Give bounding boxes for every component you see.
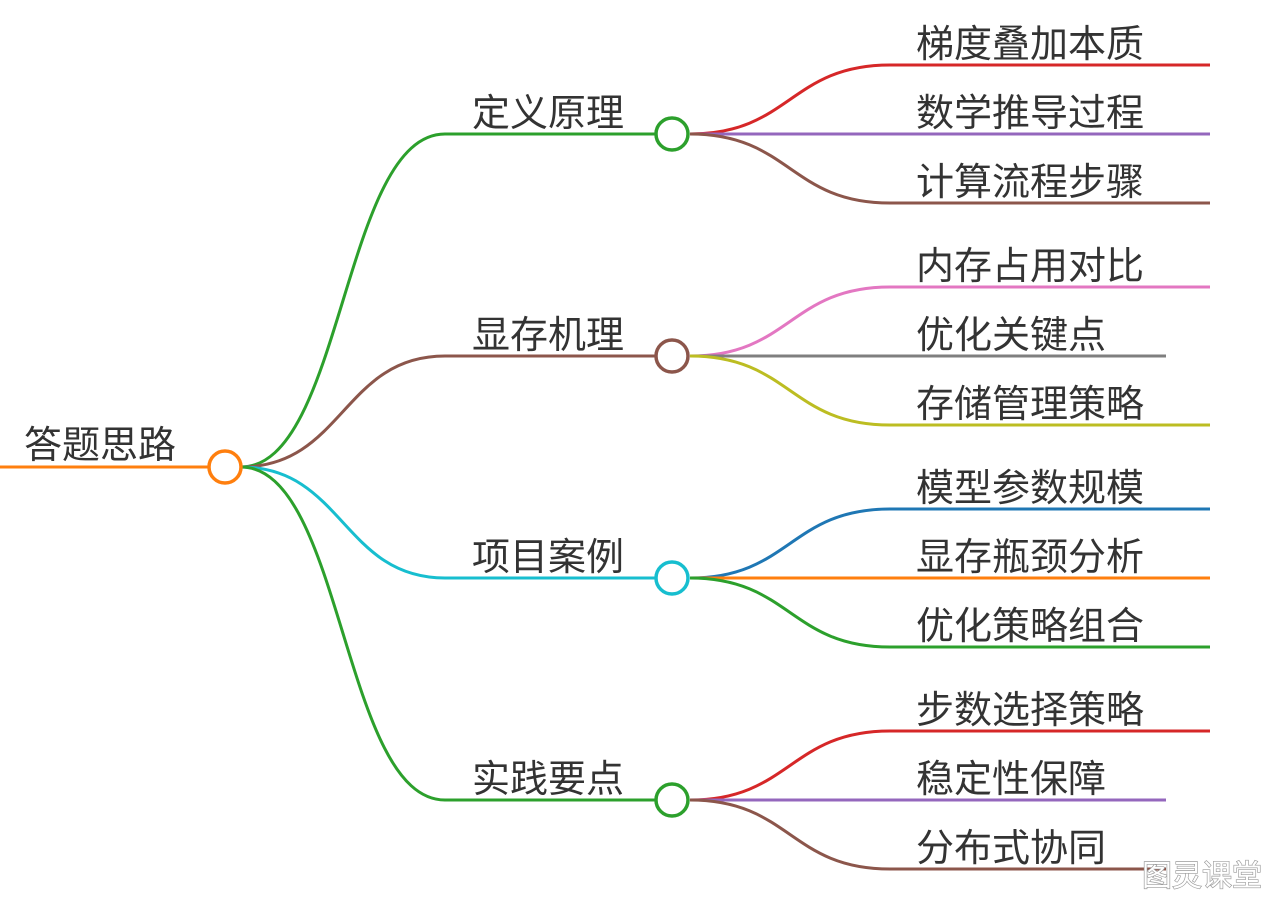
leaf-connector [689, 576, 891, 649]
leaf-connector [689, 507, 891, 580]
leaf-connector [689, 285, 891, 358]
branch-node [654, 782, 690, 818]
branch-connector [240, 465, 446, 802]
leaf-label: 内存占用对比 [916, 244, 1144, 288]
root-label: 答题思路 [24, 423, 176, 467]
branch-node [654, 338, 690, 374]
branch-label: 显存机理 [472, 313, 624, 357]
leaf-label: 显存瓶颈分析 [916, 535, 1144, 579]
watermark: 图灵课堂 [1142, 859, 1262, 894]
leaf-label: 步数选择策略 [916, 688, 1144, 732]
branch-node [654, 116, 690, 152]
branch-label: 实践要点 [472, 757, 624, 801]
leaf-connector [689, 729, 891, 802]
leaf-label: 优化关键点 [916, 313, 1106, 357]
leaf-connector [689, 354, 891, 427]
root-node [207, 449, 243, 485]
branch-label: 项目案例 [472, 535, 624, 579]
branch-label: 定义原理 [472, 91, 624, 135]
leaf-label: 稳定性保障 [916, 757, 1106, 801]
leaf-connector [689, 132, 891, 205]
leaf-label: 数学推导过程 [916, 91, 1144, 135]
leaf-label: 分布式协同 [916, 826, 1106, 870]
branch-node [654, 560, 690, 596]
leaf-connector [689, 63, 891, 136]
leaf-label: 梯度叠加本质 [916, 22, 1144, 66]
leaf-label: 模型参数规模 [916, 466, 1144, 510]
nodes-layer [207, 116, 690, 818]
branch-connector [240, 132, 446, 469]
leaf-label: 计算流程步骤 [916, 160, 1144, 204]
edges-layer [0, 63, 1210, 871]
leaf-connector [689, 798, 891, 871]
branch-connector [240, 354, 446, 469]
leaf-label: 优化策略组合 [916, 604, 1144, 648]
branch-connector [240, 465, 446, 580]
leaf-label: 存储管理策略 [916, 382, 1144, 426]
